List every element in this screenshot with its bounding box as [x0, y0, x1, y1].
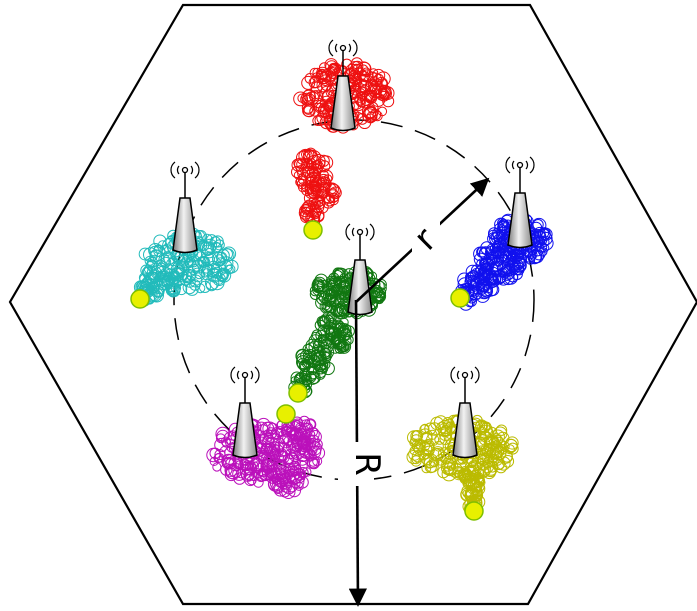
antenna-tower-icon [345, 223, 375, 316]
antenna-tower-icon [328, 39, 358, 132]
r-label-bg [412, 222, 440, 256]
olive-cluster [406, 414, 519, 517]
cell-hexagon [8, 3, 697, 606]
magenta-cluster [206, 415, 326, 499]
red-cluster [291, 57, 395, 228]
start-marker [288, 383, 308, 403]
start-markers [130, 220, 484, 521]
R-label-bg [338, 442, 374, 486]
start-marker [303, 220, 323, 240]
antenna-tower-icon [450, 366, 480, 459]
antenna-tower-icon [170, 161, 200, 254]
antenna-tower-icon [230, 366, 260, 459]
R-label: R [347, 452, 387, 476]
start-marker [450, 288, 470, 308]
antenna-tower-icon [505, 156, 535, 249]
start-marker [276, 404, 296, 424]
start-marker [130, 289, 150, 309]
towers [170, 39, 535, 459]
start-marker [464, 501, 484, 521]
